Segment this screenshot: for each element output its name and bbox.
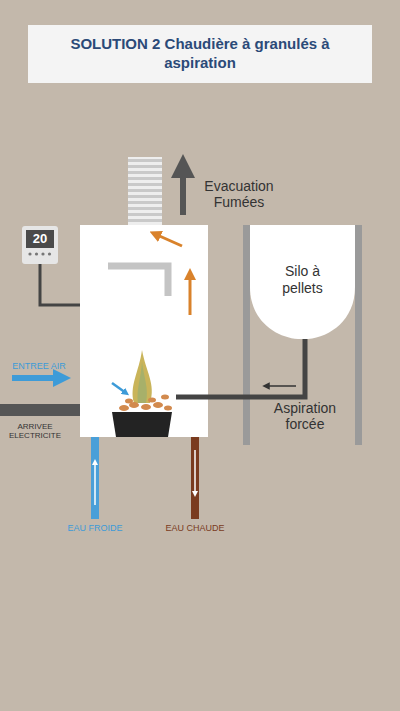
flue-arrow bbox=[180, 166, 186, 215]
cold-water-label: EAU FROIDE bbox=[60, 523, 130, 533]
control-unit bbox=[108, 266, 168, 296]
smoke-arrow bbox=[189, 274, 192, 315]
title-box: SOLUTION 2 Chaudière à granulés à aspira… bbox=[28, 25, 372, 83]
flue-label: Evacuation Fumées bbox=[194, 178, 284, 210]
thermostat-wire bbox=[40, 262, 80, 305]
boiler-body bbox=[80, 225, 208, 437]
flow-arrow bbox=[94, 462, 96, 505]
silo-leg bbox=[243, 225, 250, 445]
thermostat-box: 20 bbox=[22, 226, 58, 264]
silo-hopper bbox=[250, 225, 355, 339]
air-label: ENTREE AIR bbox=[8, 361, 70, 371]
button-dot bbox=[28, 252, 31, 255]
thermostat-buttons bbox=[26, 251, 54, 257]
burner-pot bbox=[112, 412, 172, 437]
air-arrow bbox=[112, 383, 126, 393]
suction-pipe bbox=[176, 338, 305, 397]
air-arrow bbox=[12, 375, 62, 381]
button-dot bbox=[48, 252, 51, 255]
suction-label: Aspiration forcée bbox=[262, 400, 348, 432]
flame bbox=[138, 362, 147, 403]
flow-arrow bbox=[194, 450, 196, 494]
flame bbox=[133, 350, 152, 403]
hot-water-label: EAU CHAUDE bbox=[160, 523, 230, 533]
hot-water-pipe bbox=[191, 437, 199, 519]
chimney bbox=[128, 157, 162, 225]
smoke-arrow bbox=[155, 234, 182, 246]
pellets bbox=[119, 395, 172, 412]
suction-arrow bbox=[266, 385, 296, 387]
power-cable bbox=[0, 404, 80, 416]
button-dot bbox=[35, 252, 38, 255]
thermostat-display: 20 bbox=[26, 230, 54, 248]
power-label: ARRIVEE ELECTRICITE bbox=[4, 422, 66, 440]
cold-water-pipe bbox=[91, 437, 99, 519]
button-dot bbox=[41, 252, 44, 255]
silo-label: Silo à pellets bbox=[271, 263, 335, 297]
pellet-silo: Silo à pellets bbox=[250, 225, 355, 340]
title-text: SOLUTION 2 Chaudière à granulés à aspira… bbox=[70, 35, 330, 73]
silo-leg bbox=[355, 225, 362, 445]
